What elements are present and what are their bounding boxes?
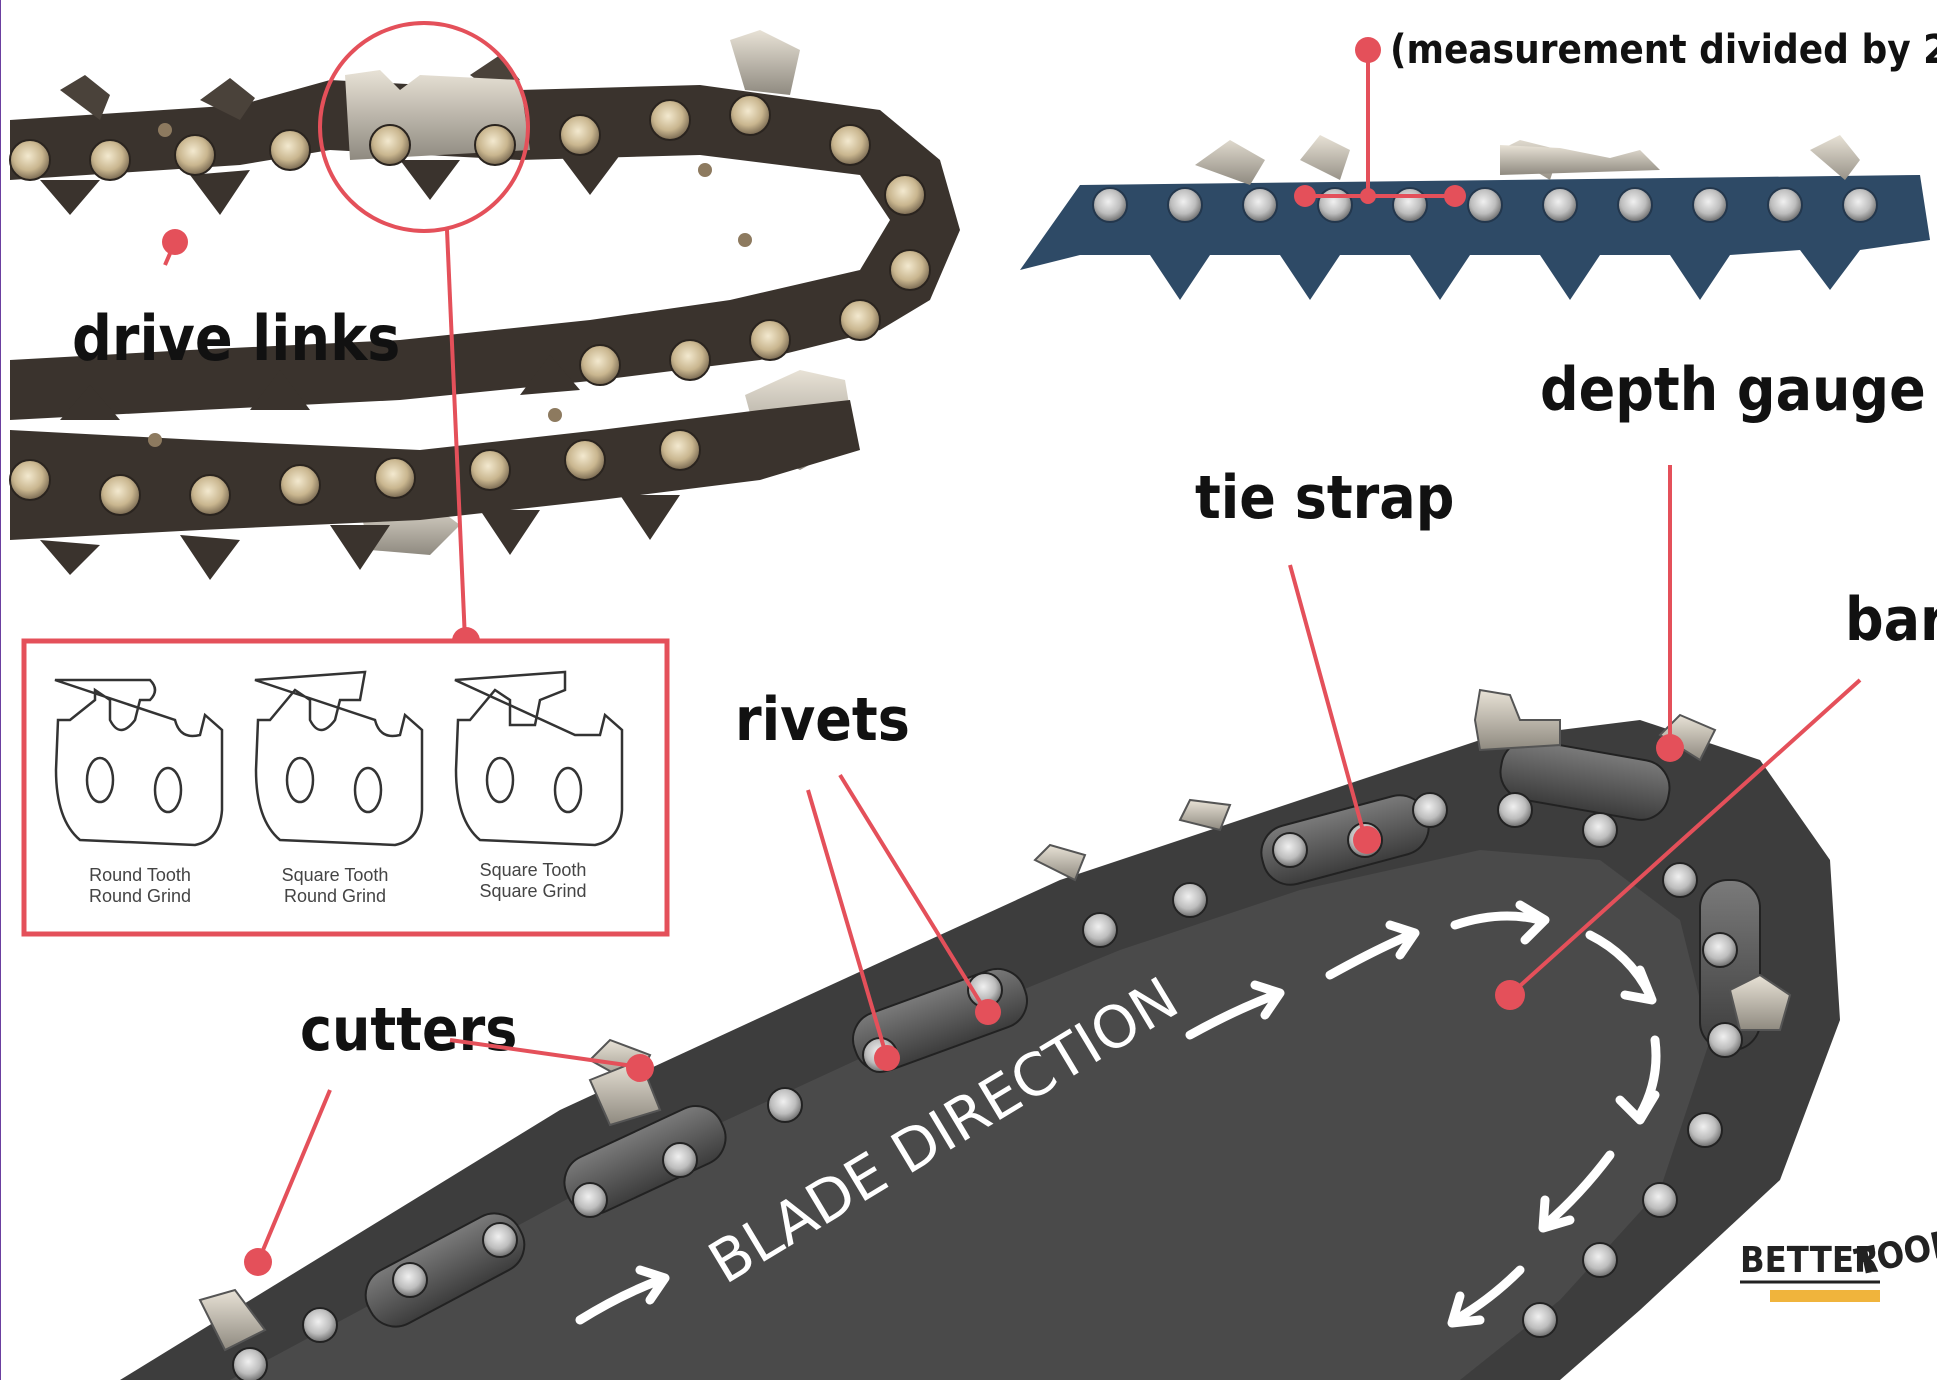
tooth-2-caption-line1: Square Tooth xyxy=(282,865,389,885)
cutter-callout-line xyxy=(447,230,465,640)
rivets-label: rivets xyxy=(735,685,910,755)
tooth-3-caption-line2: Square Grind xyxy=(479,881,586,901)
pitch-chain-photo xyxy=(1020,135,1930,300)
tie-strap-label: tie strap xyxy=(1195,463,1454,533)
bar-label: bar xyxy=(1845,585,1937,655)
tooth-2-caption-line2: Round Grind xyxy=(284,886,386,906)
tooth-1-caption-line2: Round Grind xyxy=(89,886,191,906)
tooth-3-caption-line1: Square Tooth xyxy=(480,860,587,880)
pitch-formula-label: (measurement divided by 2) = pitch xyxy=(1390,27,1937,73)
logo-text-toolz: TOOLZ xyxy=(1851,1218,1937,1283)
drive-links-label: drive links xyxy=(72,302,400,375)
pitch-formula-text: (measurement divided by 2) = xyxy=(1390,27,1937,73)
better-toolz-logo: BETTER TOOLZ xyxy=(1740,1218,1937,1302)
cutters-label: cutters xyxy=(300,995,517,1065)
tooth-1-caption-line1: Round Tooth xyxy=(89,865,191,885)
tooth-types-panel: Round Tooth Round Grind Square Tooth Rou… xyxy=(24,641,667,934)
depth-gauge-label: depth gauge xyxy=(1540,355,1926,425)
